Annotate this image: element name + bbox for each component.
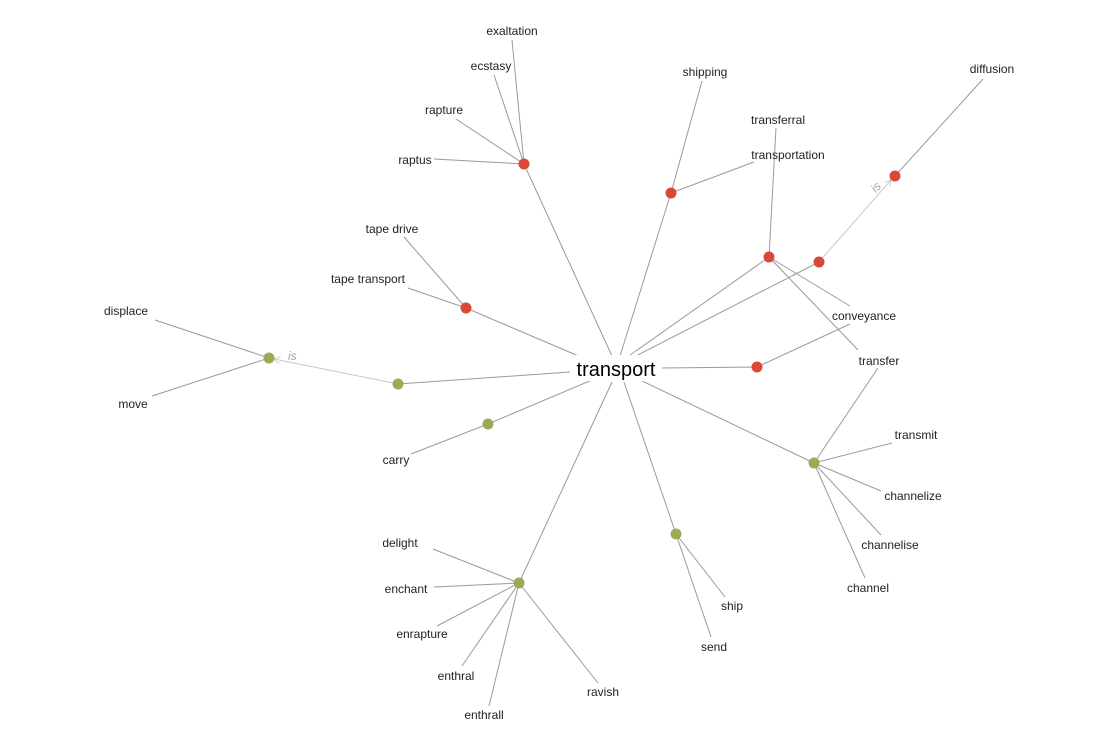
verb-sense-node-transmit[interactable]: [808, 457, 820, 469]
sense-nodes: [263, 158, 901, 589]
word-enthral[interactable]: enthral: [438, 669, 475, 683]
word-enrapture[interactable]: enrapture: [396, 627, 448, 641]
edge-conveyance-from-transfer: [768, 256, 851, 307]
edge-center-transmit-sense: [639, 379, 815, 464]
verb-sense-node-move[interactable]: [263, 352, 275, 364]
word-ecstasy[interactable]: ecstasy: [471, 59, 512, 73]
verb-sense-node-delight[interactable]: [513, 577, 525, 589]
edge-tape-drive: [403, 236, 467, 309]
word-move[interactable]: move: [118, 397, 148, 411]
edge-center-conveyance-sense: [661, 366, 758, 369]
edge-raptus: [433, 158, 525, 165]
word-displace[interactable]: displace: [104, 304, 148, 318]
edge-transfer-from-transmit: [813, 367, 879, 464]
edge-enthral: [461, 582, 520, 667]
edge-center-transfer-sense: [625, 256, 770, 359]
word-tape-transport[interactable]: tape transport: [331, 272, 406, 286]
word-channelise[interactable]: channelise: [861, 538, 919, 552]
relation-edge-diffusion: [818, 180, 891, 263]
edge-enrapture: [436, 582, 520, 627]
word-edges: [151, 39, 984, 707]
word-ship[interactable]: ship: [721, 599, 743, 613]
noun-sense-node-tape[interactable]: [460, 302, 472, 314]
relation-label-move: is: [288, 349, 297, 363]
edge-channel: [813, 462, 866, 579]
word-carry[interactable]: carry: [383, 453, 410, 467]
word-conveyance[interactable]: conveyance: [832, 309, 896, 323]
noun-sense-node-ecstasy[interactable]: [518, 158, 530, 170]
word-delight[interactable]: delight: [382, 536, 418, 550]
word-transferral[interactable]: transferral: [751, 113, 805, 127]
edge-send: [675, 533, 712, 638]
edge-ecstasy: [493, 74, 525, 165]
edge-exaltation: [511, 39, 525, 165]
verb-sense-node-ship[interactable]: [670, 528, 682, 540]
word-enchant[interactable]: enchant: [385, 582, 428, 596]
verb-sense-node-move-link[interactable]: [392, 378, 404, 390]
edge-enthrall: [488, 582, 520, 707]
edge-center-move-sense: [397, 371, 571, 385]
word-transfer[interactable]: transfer: [859, 354, 900, 368]
edge-ravish: [518, 582, 599, 684]
center-label-background: [570, 355, 662, 381]
relation-label-diffusion: is: [868, 179, 884, 195]
word-channel[interactable]: channel: [847, 581, 889, 595]
edge-center-ship-sense: [623, 381, 677, 535]
noun-sense-node-diffusion-link[interactable]: [813, 256, 825, 268]
edge-diffusion: [894, 78, 984, 177]
word-channelize[interactable]: channelize: [884, 489, 942, 503]
edge-center-shipping-sense: [619, 192, 672, 357]
word-rapture[interactable]: rapture: [425, 103, 463, 117]
noun-sense-node-shipping[interactable]: [665, 187, 677, 199]
edge-ship: [675, 533, 726, 598]
edge-delight: [432, 548, 520, 584]
edge-center-delight-sense: [518, 381, 613, 584]
edge-transferral: [768, 127, 777, 258]
center-edges: [397, 163, 820, 584]
word-transmit[interactable]: transmit: [895, 428, 938, 442]
word-transportation[interactable]: transportation: [751, 148, 824, 162]
relation-edge-move: [274, 359, 399, 385]
edge-transfer: [768, 256, 859, 351]
edge-rapture: [455, 118, 525, 165]
word-diffusion[interactable]: diffusion: [970, 62, 1014, 76]
edge-conveyance: [756, 323, 851, 368]
word-labels: exaltation ecstasy rapture raptus shippi…: [104, 24, 1014, 722]
edge-displace: [154, 319, 270, 359]
edge-center-ecstasy-sense: [523, 163, 613, 357]
edge-transmit: [813, 442, 893, 464]
edge-center-carry-sense: [487, 379, 593, 425]
verb-sense-node-carry[interactable]: [482, 418, 494, 430]
edge-channelize: [813, 462, 882, 492]
noun-sense-node-diffusion[interactable]: [889, 170, 901, 182]
word-raptus[interactable]: raptus: [398, 153, 431, 167]
edge-center-diffusion-sense: [631, 261, 820, 359]
word-shipping[interactable]: shipping: [683, 65, 728, 79]
word-enthrall[interactable]: enthrall: [464, 708, 503, 722]
center-word[interactable]: transport: [577, 359, 656, 381]
edge-enchant: [433, 582, 520, 588]
edge-tape-transport: [407, 287, 467, 309]
edge-center-tape-sense: [465, 307, 589, 361]
word-send[interactable]: send: [701, 640, 727, 654]
edge-shipping: [670, 80, 703, 194]
word-ravish[interactable]: ravish: [587, 685, 619, 699]
noun-sense-node-transfer[interactable]: [763, 251, 775, 263]
edge-move: [151, 357, 270, 397]
word-exaltation[interactable]: exaltation: [486, 24, 537, 38]
edge-transportation: [670, 161, 755, 194]
edge-carry: [410, 423, 489, 455]
noun-sense-node-conveyance[interactable]: [751, 361, 763, 373]
edge-channelise: [813, 462, 882, 536]
word-tape-drive[interactable]: tape drive: [366, 222, 419, 236]
